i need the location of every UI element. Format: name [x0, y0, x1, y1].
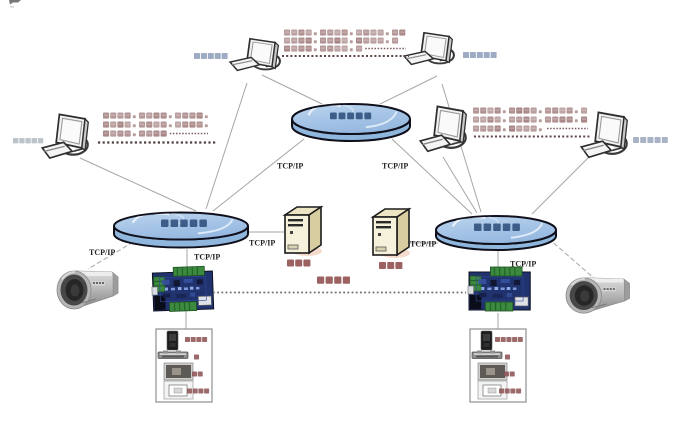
svg-text:TCP/IP: TCP/IP: [382, 162, 408, 171]
svg-text:TCP/IP: TCP/IP: [410, 240, 436, 249]
svg-text:TCP/IP: TCP/IP: [89, 248, 115, 257]
svg-text:TCP/IP: TCP/IP: [277, 162, 303, 171]
svg-text:TCP/IP: TCP/IP: [510, 260, 536, 269]
svg-text:TCP/IP: TCP/IP: [249, 239, 275, 248]
svg-text:TCP/IP: TCP/IP: [194, 253, 220, 262]
